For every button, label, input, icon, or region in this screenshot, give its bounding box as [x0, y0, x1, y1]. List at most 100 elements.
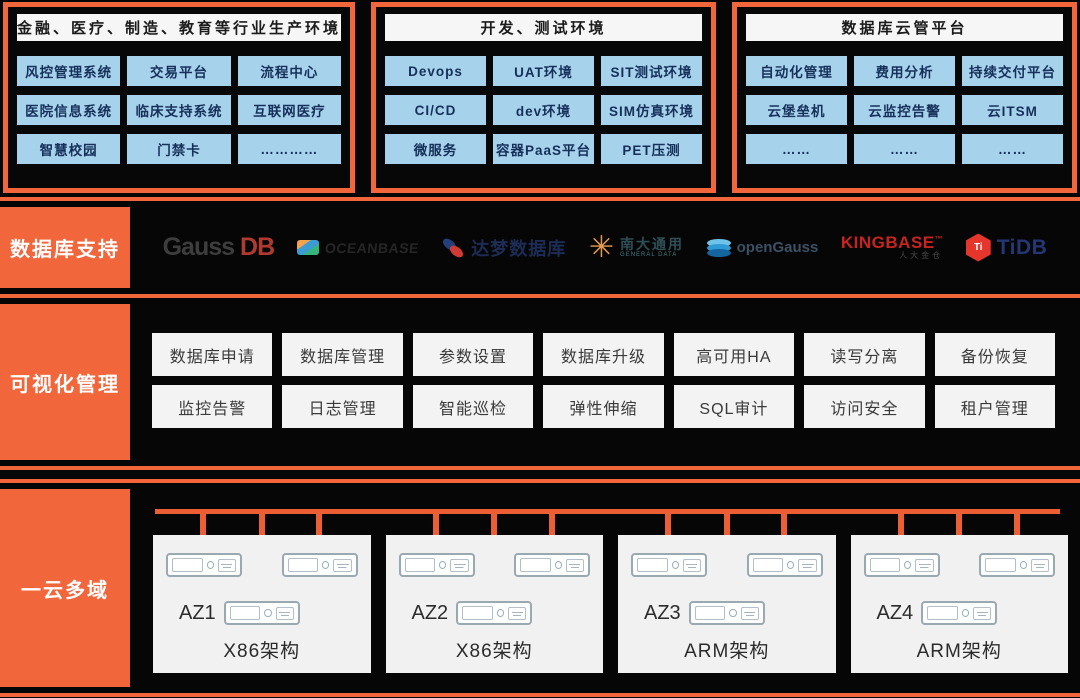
system-chip: 云ITSM — [962, 95, 1064, 125]
system-chip: SIM仿真环境 — [601, 95, 703, 125]
server-icon — [746, 553, 823, 577]
system-chip: 智慧校园 — [17, 134, 121, 164]
management-feature-chip: 日志管理 — [282, 385, 403, 428]
system-chip: UAT环境 — [493, 56, 595, 86]
opengauss-layer — [706, 238, 731, 247]
environment-box-title: 数据库云管平台 — [746, 14, 1064, 41]
server-slot — [869, 558, 901, 572]
server-port-icon — [206, 561, 214, 569]
az-architecture-label: ARM架构 — [684, 641, 770, 662]
system-chip: 风控管理系统 — [17, 56, 121, 86]
management-feature-chip: 高可用HA — [673, 333, 795, 376]
management-feature-chip: 读写分离 — [804, 333, 925, 376]
az-architecture-label: X86架构 — [223, 641, 301, 662]
environment-box-grid: 风控管理系统交易平台流程中心医院信息系统临床支持系统互联网医疗智慧校园门禁卡……… — [17, 56, 341, 164]
management-feature-chip: 数据库管理 — [282, 333, 403, 376]
server-label-plate — [217, 558, 237, 572]
az-architecture-label: X86架构 — [455, 641, 533, 662]
server-label-plate — [973, 606, 992, 620]
dameng-icon-red — [448, 242, 466, 260]
server-slot — [462, 606, 493, 620]
bus-drop-line — [665, 512, 672, 556]
visual-mgmt-label: 可视化管理 — [0, 304, 130, 460]
server-port-icon — [904, 561, 912, 569]
server-label-plate — [682, 558, 702, 572]
management-feature-chip: 访问安全 — [804, 385, 925, 428]
management-feature-chip: SQL审计 — [673, 385, 795, 428]
server-port-icon — [729, 609, 737, 617]
kingbase-wordmark: KINGBASE™ — [840, 232, 944, 252]
server-slot — [287, 558, 319, 572]
bus-drop-line — [548, 512, 555, 556]
management-feature-chip: 参数设置 — [412, 333, 534, 376]
tidb-hexagon-icon: Ti — [965, 233, 991, 262]
opengauss-layer — [706, 243, 731, 252]
bus-drop-line — [781, 512, 788, 556]
bus-drop-line — [200, 512, 207, 556]
server-label-plate — [798, 558, 817, 572]
opengauss-logo: openGauss — [706, 238, 818, 257]
db-support-label: 数据库支持 — [0, 207, 130, 288]
management-feature-chip: 弹性伸缩 — [543, 385, 664, 428]
server-port-icon — [264, 609, 272, 617]
bus-drop-line — [1013, 512, 1020, 556]
az-name: AZ1 — [179, 602, 216, 624]
server-icon — [456, 601, 533, 625]
management-feature-chip: 备份恢复 — [934, 333, 1055, 376]
server-port-icon — [1019, 561, 1027, 569]
server-label-plate — [1030, 558, 1050, 572]
system-chip: 云监控告警 — [854, 95, 956, 125]
bus-drop-line — [316, 512, 323, 556]
server-port-icon — [671, 561, 679, 569]
server-slot — [229, 606, 261, 620]
dameng-wordmark: 达梦数据库 — [471, 238, 567, 259]
system-chip: …… — [746, 134, 848, 164]
oceanbase-wordmark: OCEANBASE — [323, 239, 420, 256]
server-slot — [694, 606, 726, 620]
oceanbase-icon — [296, 240, 319, 255]
server-icon — [863, 553, 940, 577]
server-icon — [398, 553, 475, 577]
environment-box-3: 数据库云管平台自动化管理费用分析持续交付平台云堡垒机云监控告警云ITSM…………… — [732, 2, 1078, 193]
environment-box-grid: 自动化管理费用分析持续交付平台云堡垒机云监控告警云ITSM……………… — [746, 56, 1064, 164]
system-chip: 医院信息系统 — [17, 95, 121, 125]
oceanbase-logo: OCEANBASE — [296, 239, 420, 256]
kingbase-trademark: ™ — [934, 234, 944, 244]
az-name: AZ2 — [411, 602, 449, 624]
bus-drop-line — [432, 512, 439, 556]
server-label-plate — [333, 558, 352, 572]
system-chip: dev环境 — [493, 95, 595, 125]
server-label-plate — [450, 558, 469, 572]
system-chip: 交易平台 — [127, 56, 231, 86]
server-label-plate — [565, 558, 585, 572]
kingbase-subtext: 人大金仓 — [899, 251, 944, 261]
server-icon — [281, 553, 358, 577]
server-label-plate — [915, 558, 934, 572]
management-feature-chip: 租户管理 — [934, 385, 1055, 428]
server-icon — [979, 553, 1055, 577]
server-port-icon — [322, 561, 330, 569]
server-port-icon — [554, 561, 562, 569]
system-chip: SIT测试环境 — [601, 56, 703, 86]
gbase-flower-icon: ✳ — [588, 230, 615, 264]
system-chip: 容器PaaS平台 — [493, 134, 595, 164]
system-chip: 自动化管理 — [746, 56, 848, 86]
bus-drop-line — [897, 512, 904, 556]
opengauss-layers-icon — [706, 238, 731, 257]
system-chip: 费用分析 — [854, 56, 956, 86]
